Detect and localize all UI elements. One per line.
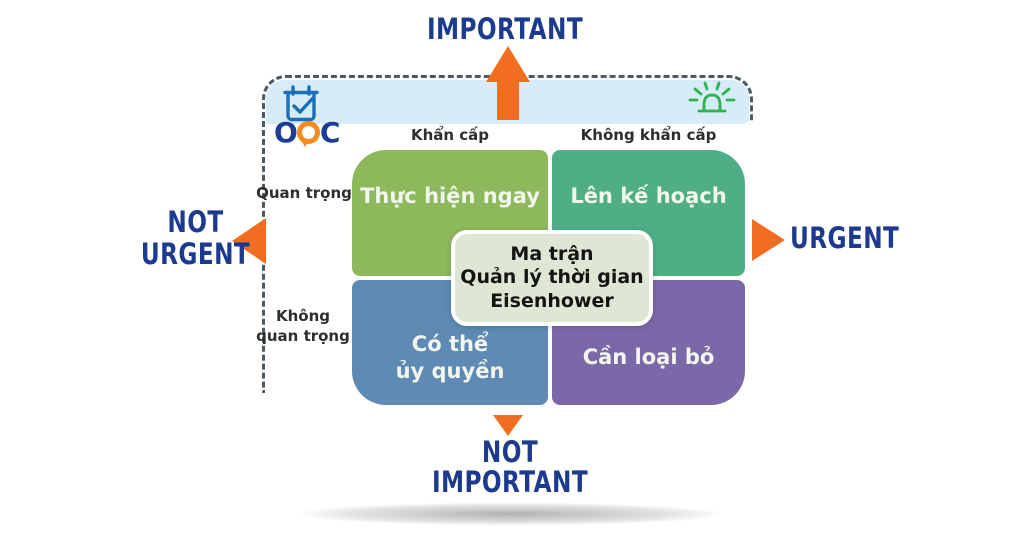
- row-label-line: Quan trọng: [256, 184, 352, 202]
- important-label: IMPORTANT: [426, 12, 584, 46]
- column-header-not-urgent: Không khẩn cấp: [580, 126, 717, 144]
- row-label-line: Không: [275, 307, 331, 325]
- quadrant-label-line: ủy quyền: [395, 358, 505, 383]
- quadrant-label: Thực hiện ngay: [360, 183, 540, 209]
- matrix-title-box: Ma trận Quản lý thời gian Eisenhower: [451, 230, 653, 326]
- logo-letter-o: O: [274, 116, 298, 149]
- right-arrow: [752, 219, 785, 261]
- column-header-urgent: Khẩn cấp: [410, 126, 490, 144]
- quadrant-label-line: Có thể: [411, 332, 489, 357]
- siren-icon: [688, 81, 736, 113]
- not-important-label-line: IMPORTANT: [431, 465, 589, 500]
- not-urgent-label-line: NOT: [167, 205, 224, 239]
- quadrant-label-line: Lên kế hoạch: [570, 183, 727, 208]
- matrix-title-line: Ma trận: [510, 243, 594, 266]
- left-arrow: [232, 218, 266, 264]
- row-label-important: Quan trọng: [256, 183, 352, 203]
- urgent-label: URGENT: [790, 221, 900, 255]
- not-important-label-line: NOT: [481, 435, 539, 469]
- quadrant-label: Lên kế hoạch: [570, 183, 726, 209]
- row-label-line: quan trọng: [256, 327, 350, 346]
- not-important-label: NOT IMPORTANT: [424, 437, 595, 498]
- matrix-title-line: Eisenhower: [490, 289, 614, 312]
- matrix-title-line: Quản lý thời gian: [460, 266, 644, 289]
- not-urgent-label-line: URGENT: [140, 237, 251, 272]
- quadrant-label: Có thể ủy quyền: [396, 331, 505, 384]
- quadrant-label-line: Cần loại bỏ: [582, 345, 715, 370]
- quadrant-label: Cần loại bỏ: [583, 344, 715, 370]
- up-arrow: [486, 46, 530, 82]
- quadrant-delegate: Có thể ủy quyền: [352, 280, 548, 405]
- up-arrow-shaft: [497, 78, 519, 120]
- odc-logo: O C: [274, 116, 341, 149]
- calendar-check-icon: [283, 85, 319, 122]
- not-urgent-label: NOT URGENT: [134, 206, 258, 271]
- quadrant-label-line: Thực hiện ngay: [360, 183, 540, 208]
- ground-shadow: [235, 499, 785, 529]
- row-label-not-important: Không quan trọng: [250, 306, 356, 347]
- down-arrow: [493, 415, 523, 436]
- speech-bubble-icon: [296, 120, 320, 147]
- logo-letter-c: C: [319, 116, 341, 149]
